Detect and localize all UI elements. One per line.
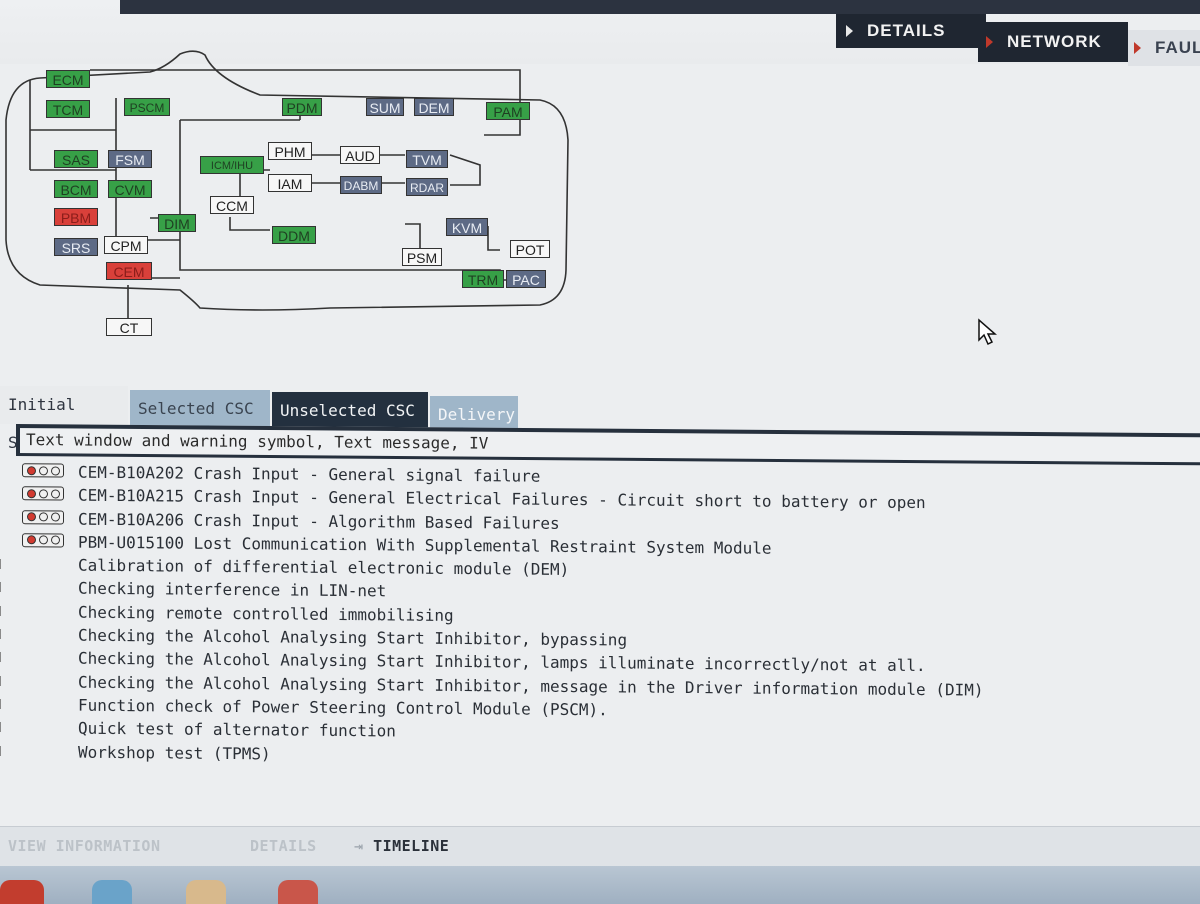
- nav-tab-fault[interactable]: FAUL: [1128, 30, 1200, 66]
- csc-list: CEM-B10A202 Crash Input - General signal…: [0, 460, 1200, 773]
- vehicle-network-diagram: ECM TCM PSCM PDM SUM DEM PAM SAS FSM ICM…: [0, 40, 600, 350]
- row-marker: [0, 745, 7, 756]
- nav-tab-details[interactable]: DETAILS: [836, 14, 986, 48]
- module-phm[interactable]: PHM: [268, 142, 312, 160]
- module-cem[interactable]: CEM: [106, 262, 152, 280]
- row-marker: [0, 675, 7, 686]
- module-kvm[interactable]: KVM: [446, 218, 488, 236]
- row-marker: [0, 698, 7, 710]
- tab-unselected-csc[interactable]: Unselected CSC: [272, 392, 428, 430]
- row-label: Quick test of alternator function: [78, 718, 396, 741]
- nav-tab-network[interactable]: NETWORK: [978, 22, 1128, 62]
- module-ct[interactable]: CT: [106, 318, 152, 336]
- module-pscm[interactable]: PSCM: [124, 98, 170, 116]
- module-pac[interactable]: PAC: [506, 270, 546, 288]
- module-psm[interactable]: PSM: [402, 248, 442, 266]
- module-ddm[interactable]: DDM: [272, 226, 316, 244]
- list-group-header[interactable]: Text window and warning symbol, Text mes…: [16, 424, 1200, 466]
- start-button-icon[interactable]: [0, 880, 44, 904]
- module-dem[interactable]: DEM: [414, 98, 454, 116]
- bottom-tab-details[interactable]: DETAILS: [250, 837, 317, 855]
- play-arrow-icon: ⇥: [354, 837, 364, 855]
- module-iam[interactable]: IAM: [268, 174, 312, 192]
- app-icon[interactable]: [278, 880, 318, 904]
- module-aud[interactable]: AUD: [340, 146, 380, 164]
- play-arrow-icon: [986, 36, 993, 48]
- module-srs[interactable]: SRS: [54, 238, 98, 256]
- module-tcm[interactable]: TCM: [46, 100, 90, 118]
- module-dim[interactable]: DIM: [158, 214, 196, 232]
- module-ccm[interactable]: CCM: [210, 196, 254, 214]
- row-marker: [0, 629, 7, 640]
- bottom-tab-view-information[interactable]: VIEW INFORMATION: [8, 837, 161, 855]
- module-pam[interactable]: PAM: [486, 102, 530, 120]
- os-taskbar: [0, 866, 1200, 904]
- module-bcm[interactable]: BCM: [54, 180, 98, 198]
- nav-tab-fault-label: FAUL: [1155, 38, 1200, 57]
- traffic-light-icon: [22, 486, 64, 501]
- row-marker: [0, 559, 7, 570]
- bottom-tab-timeline-label: TIMELINE: [373, 837, 450, 855]
- row-marker: [0, 722, 7, 733]
- module-pbm[interactable]: PBM: [54, 208, 98, 226]
- nav-tab-details-label: DETAILS: [867, 21, 946, 40]
- module-cvm[interactable]: CVM: [108, 180, 152, 198]
- row-label: Checking remote controlled immobilising: [78, 602, 454, 625]
- play-arrow-icon: [1134, 42, 1141, 54]
- module-trm[interactable]: TRM: [462, 270, 504, 288]
- tab-initial-state[interactable]: Initial State: [0, 386, 128, 452]
- module-ecm[interactable]: ECM: [46, 70, 90, 88]
- tab-selected-csc[interactable]: Selected CSC: [130, 390, 270, 428]
- module-fsm[interactable]: FSM: [108, 150, 152, 168]
- traffic-light-icon: [22, 463, 64, 478]
- row-marker: [0, 605, 7, 616]
- module-sum[interactable]: SUM: [366, 98, 404, 116]
- row-label: Workshop test (TPMS): [78, 742, 271, 763]
- module-rdar[interactable]: RDAR: [406, 178, 448, 196]
- module-tvm[interactable]: TVM: [406, 150, 448, 168]
- top-nav-bar: DETAILS NETWORK FAUL: [0, 0, 1200, 66]
- bottom-nav-bar: VIEW INFORMATION DETAILS ⇥ TIMELINE: [0, 826, 1200, 867]
- title-strip: [120, 0, 1200, 14]
- module-cpm[interactable]: CPM: [104, 236, 148, 254]
- module-icm-ihu[interactable]: ICM/IHU: [200, 156, 264, 174]
- module-dabm[interactable]: DABM: [340, 176, 382, 194]
- browser-icon[interactable]: [92, 880, 132, 904]
- module-pdm[interactable]: PDM: [282, 98, 322, 116]
- bottom-tab-timeline[interactable]: ⇥ TIMELINE: [354, 837, 449, 855]
- traffic-light-icon: [22, 509, 64, 525]
- folder-icon[interactable]: [186, 880, 226, 904]
- row-marker: [0, 652, 7, 663]
- play-arrow-icon: [846, 25, 853, 37]
- module-sas[interactable]: SAS: [54, 150, 98, 168]
- module-pot[interactable]: POT: [510, 240, 550, 258]
- nav-tab-network-label: NETWORK: [1007, 32, 1102, 51]
- mouse-cursor-icon: [978, 318, 997, 346]
- row-label: Checking interference in LIN-net: [78, 579, 387, 601]
- csc-tab-bar: Initial State Selected CSC Unselected CS…: [0, 386, 1200, 452]
- row-marker: [0, 582, 7, 593]
- traffic-light-icon: [22, 533, 64, 548]
